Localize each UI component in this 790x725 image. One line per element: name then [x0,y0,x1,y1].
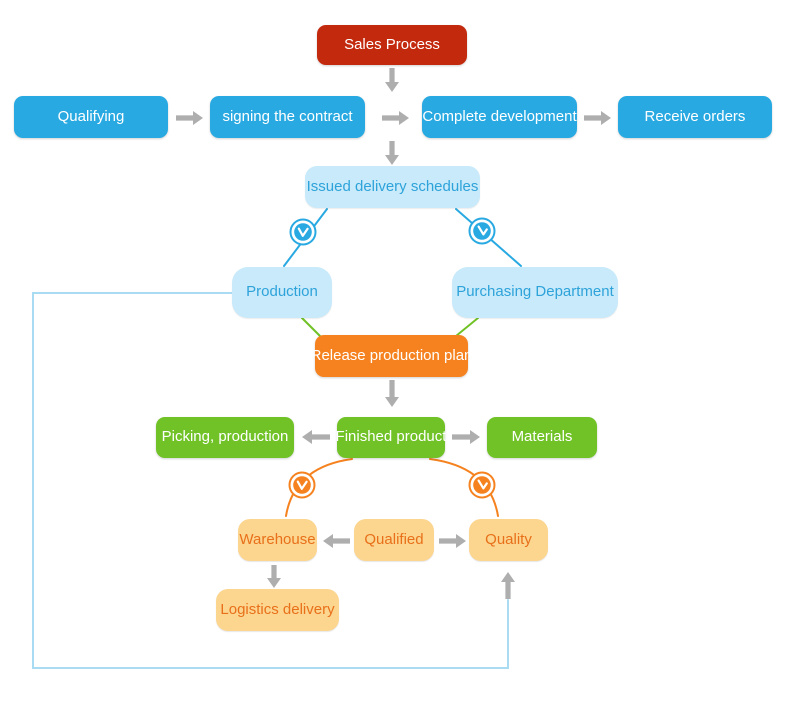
arrow-row2-to-issued [385,141,399,165]
node-warehouse: Warehouse [238,519,317,561]
node-logistics-delivery: Logistics delivery [216,589,339,631]
node-finished-product: Finished product [336,417,446,458]
node-materials: Materials [487,417,597,458]
arrow-complete-to-receive [584,111,611,125]
arrow-finished-to-picking [302,430,330,444]
clock-icon-part [293,476,311,494]
arrow-finished-to-materials [452,430,480,444]
node-signing-the-contract: signing the contract [210,96,365,138]
clock-icon [289,218,317,246]
arrow-feedback-to-quality [501,572,515,599]
arrow-qualified-to-warehouse [323,534,350,548]
clock-icon-part [477,225,488,236]
clock-icon [468,471,496,499]
node-qualifying: Qualifying [14,96,168,138]
arrow-signing-to-complete [382,111,409,125]
clock-icon [468,217,496,245]
arrow-warehouse-to-logistics [267,565,281,588]
node-receive-orders: Receive orders [618,96,772,138]
node-issued-delivery-schedules: Issued delivery schedules [305,166,480,208]
connector-purchasing-to-release [455,317,479,337]
clock-icon-part [297,227,309,237]
node-purchasing-department: Purchasing Department [452,267,618,318]
node-picking-production: Picking, production [156,417,294,458]
clock-icon-part [477,479,488,490]
feedback-line-production-to-quality [32,292,509,669]
node-release-production-plan: Release production plan [311,335,472,377]
node-production: Production [232,267,332,318]
connector-production-to-release [301,317,321,337]
clock-icon-part [294,223,312,241]
node-complete-development: Complete development [422,96,577,138]
node-quality: Quality [469,519,548,561]
arrow-sales-to-row2 [385,68,399,92]
clock-icon-part [296,480,308,490]
arrow-qualified-to-quality [439,534,466,548]
node-qualified: Qualified [354,519,434,561]
arrow-qualifying-to-signing [176,111,203,125]
arrow-release-to-finished [385,380,399,407]
node-sales-process: Sales Process [317,25,467,65]
clock-icon [288,471,316,499]
